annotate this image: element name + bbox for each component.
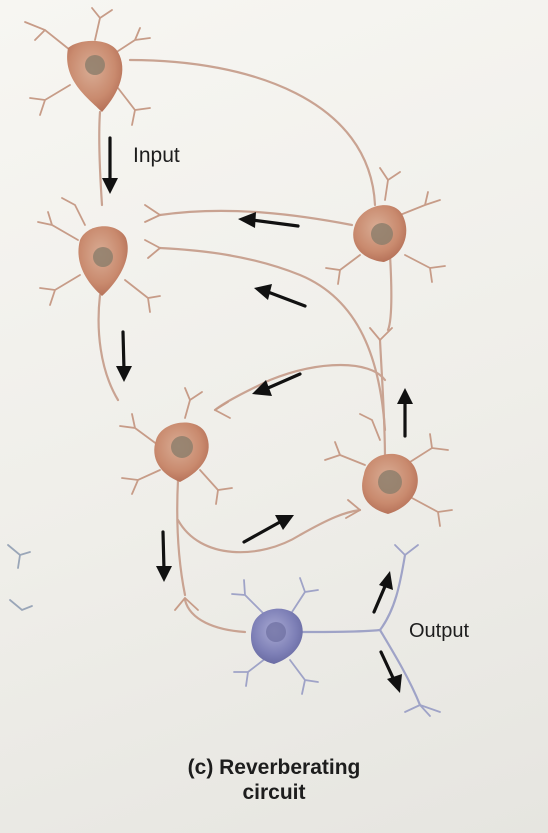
arrow-input-down-icon: [102, 138, 118, 194]
arrow-down-2-icon: [116, 332, 132, 382]
caption-line-2: circuit: [0, 780, 548, 805]
caption-line-1: (c) Reverberating: [0, 755, 548, 780]
arrow-left-mid-icon: [254, 284, 305, 306]
arrow-output-up-icon: [374, 571, 393, 612]
neuron-2: [78, 226, 127, 296]
dendrite-trees: [8, 8, 452, 716]
arrow-up-right-icon: [244, 515, 294, 542]
output-label: Output: [409, 620, 469, 643]
figure-caption: (c) Reverberating circuit: [0, 755, 548, 805]
neuron-reverberating-1: [353, 205, 406, 262]
input-label: Input: [133, 144, 180, 168]
neuron-output-blue: [251, 609, 303, 664]
arrow-down-3-icon: [156, 532, 172, 582]
neuron-input: [67, 41, 122, 112]
arrow-output-down-icon: [381, 652, 402, 693]
neuron-reverberating-2: [362, 454, 418, 514]
arrow-up-icon: [397, 388, 413, 436]
neuron-3: [154, 423, 208, 482]
